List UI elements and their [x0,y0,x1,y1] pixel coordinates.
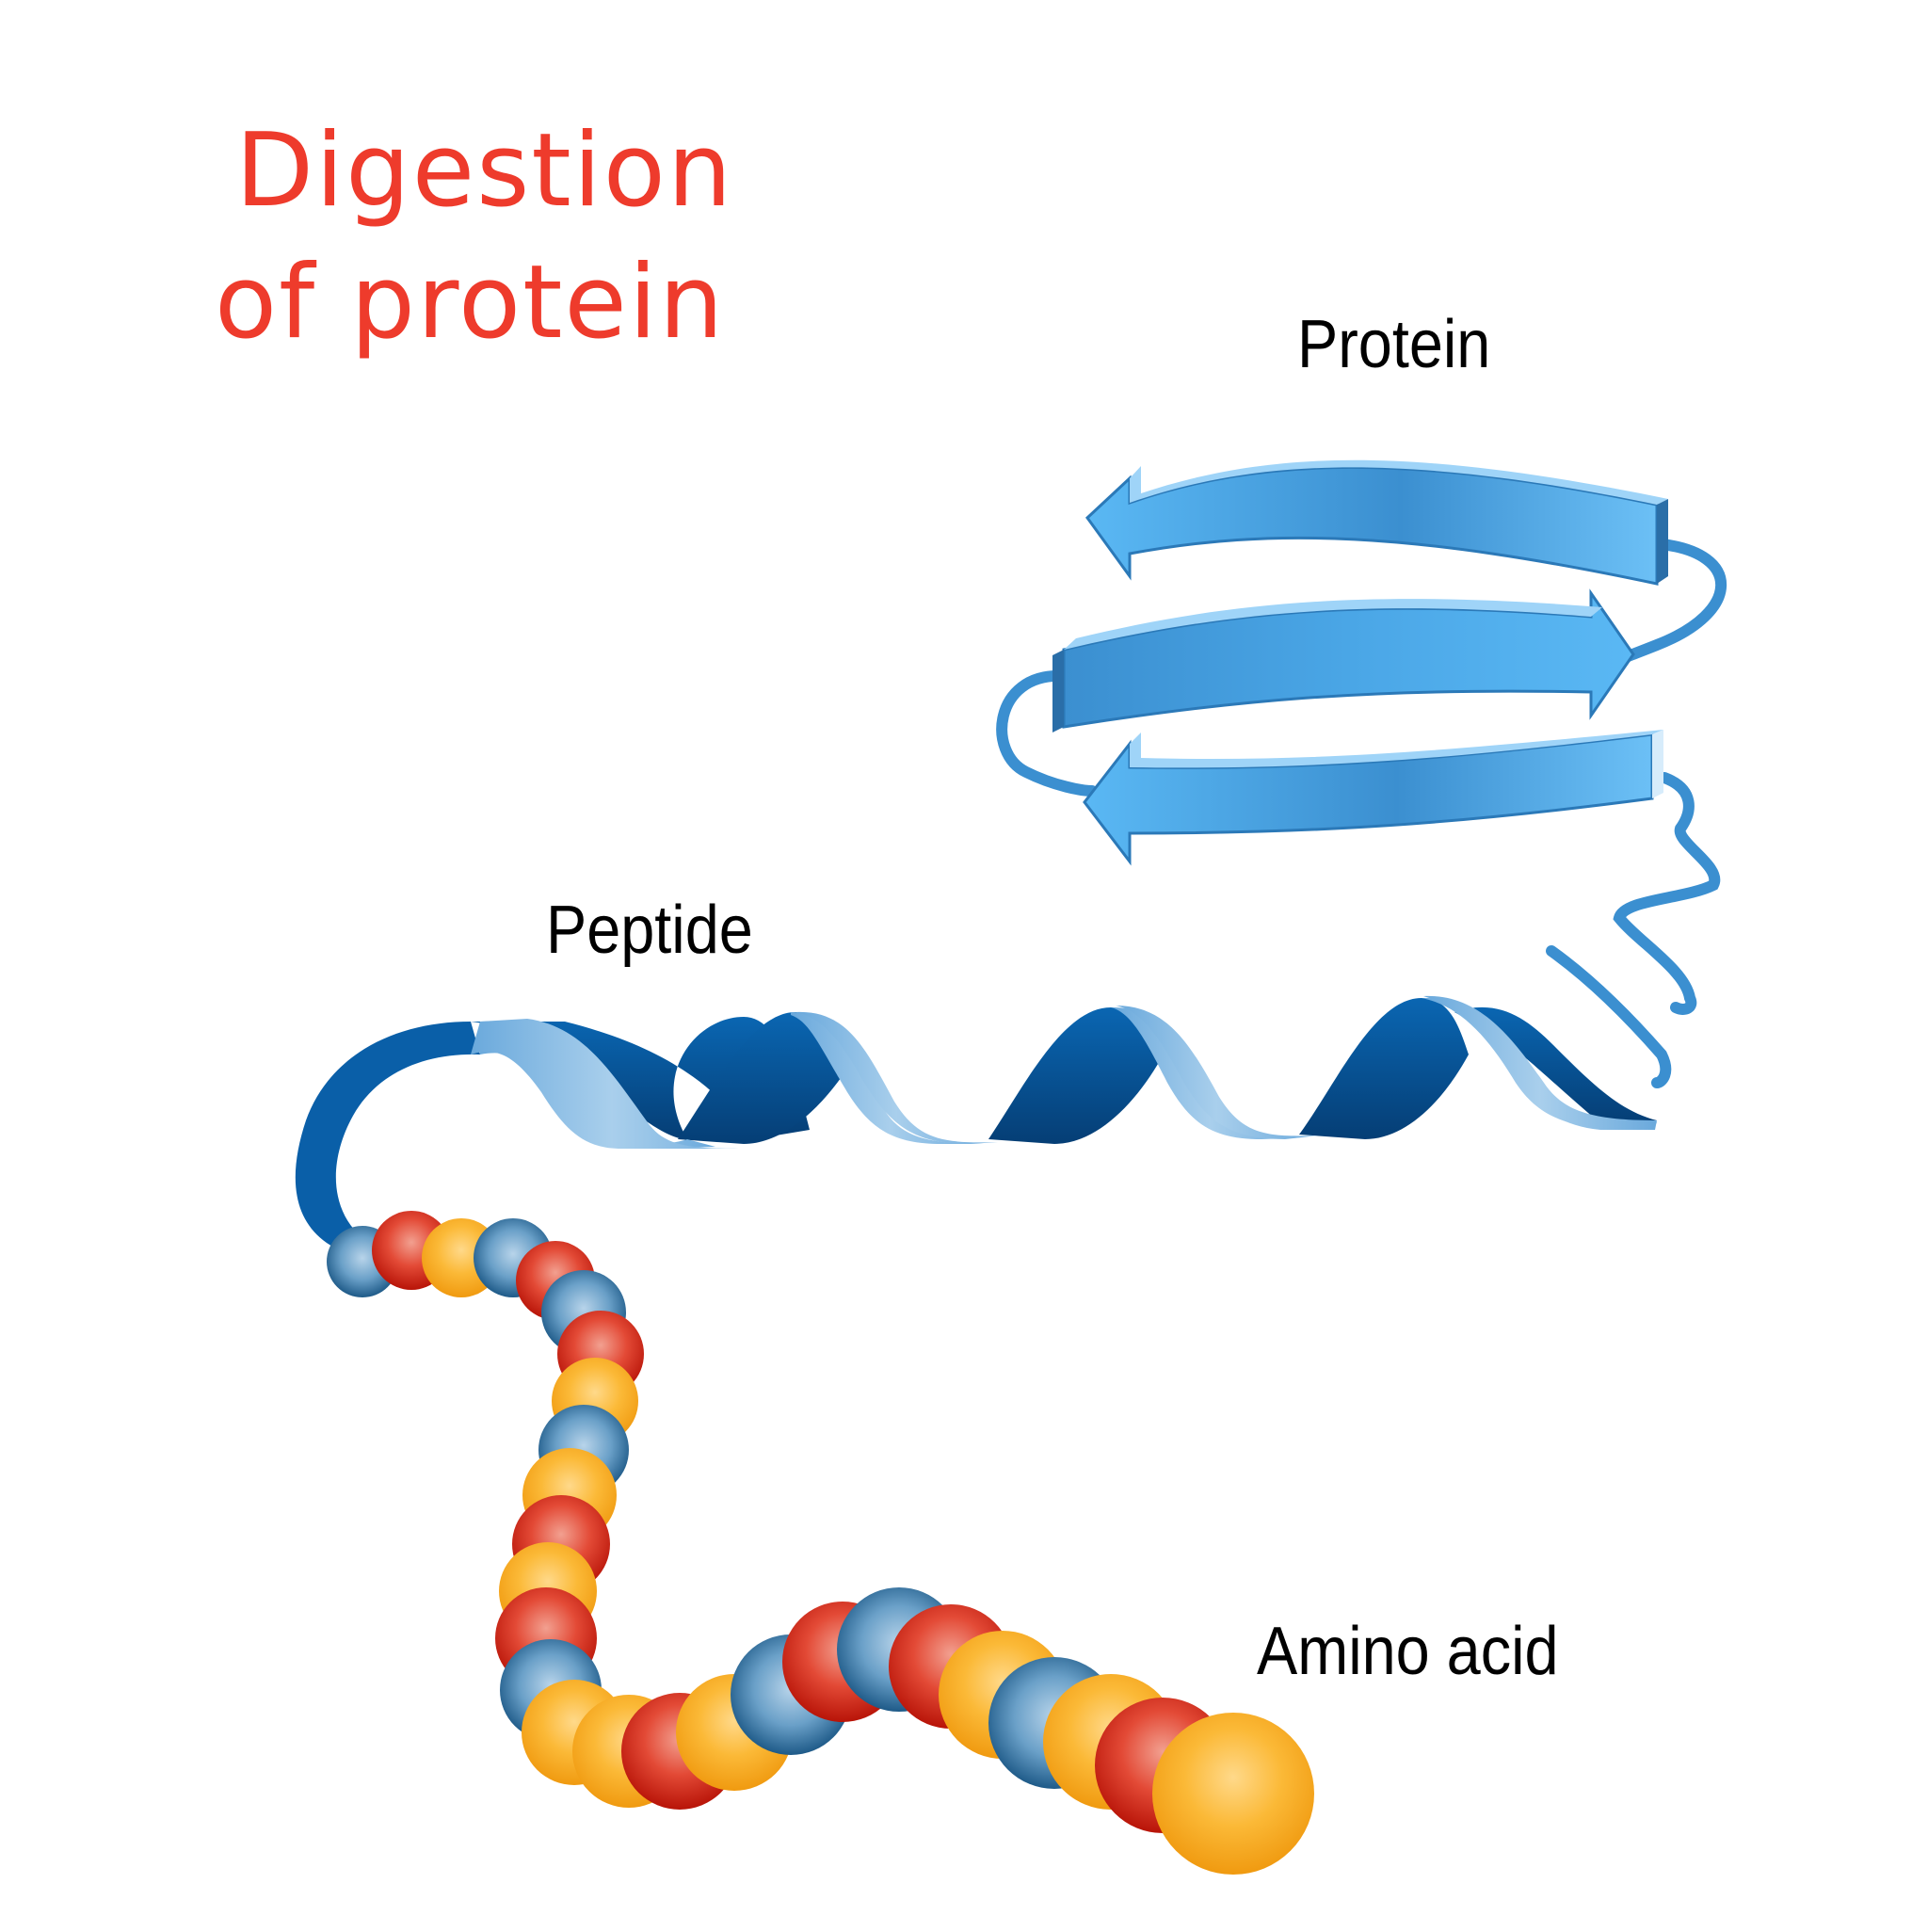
amino-acid-bead-yellow [1152,1713,1314,1875]
amino-acid-chain [327,1211,1314,1875]
alpha-helix [295,995,1657,1248]
amino-acid-label: Amino acid [1257,1614,1559,1689]
protein-label: Protein [1297,307,1491,382]
title-line-2: of protein [215,244,726,362]
beta-strand-3 [1083,730,1663,866]
title-line-1: Digestion [235,112,734,230]
peptide-label: Peptide [546,893,753,968]
beta-strand-1 [1085,459,1668,586]
beta-strand-2 [1052,588,1635,733]
